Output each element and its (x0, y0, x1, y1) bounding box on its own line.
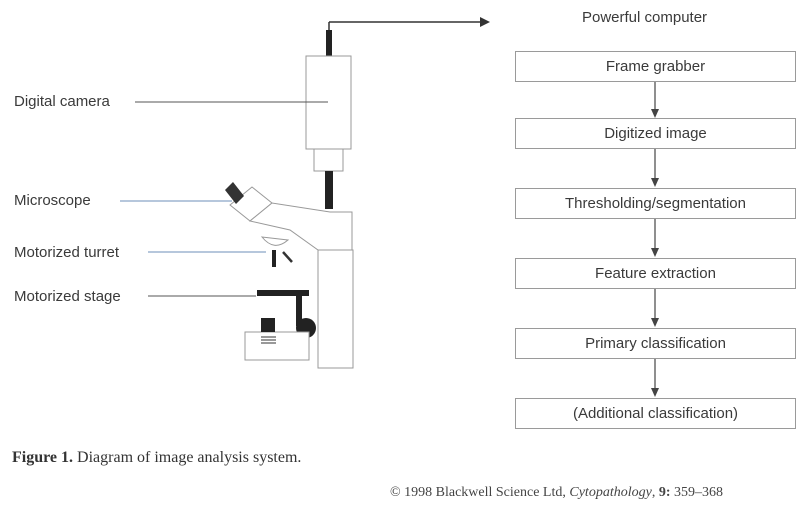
figure-number: Figure 1. (12, 449, 74, 466)
journal-name: Cytopathology (569, 485, 652, 500)
microscope-arm (248, 202, 353, 251)
stage-label: Motorized stage (14, 288, 121, 305)
stage-top (257, 290, 309, 296)
objective-lens (272, 250, 276, 267)
volume-number: 9: (658, 485, 671, 500)
copyright-line: © 1998 Blackwell Science Ltd, Cytopathol… (390, 485, 723, 500)
turret-label: Motorized turret (14, 244, 120, 261)
objective-side-icon (282, 251, 293, 263)
page-range: 359–368 (673, 485, 723, 500)
flow-box-digitized-image: Digitized image (515, 118, 796, 149)
stage-base (244, 331, 310, 361)
flow-box-frame-grabber: Frame grabber (515, 51, 796, 82)
copyright-prefix: © 1998 Blackwell Science Ltd, (390, 485, 570, 500)
stage-block (261, 318, 275, 332)
eyepiece-dark-icon (225, 182, 244, 204)
flow-box-primary-classification: Primary classification (515, 328, 796, 359)
flow-box-thresholding: Thresholding/segmentation (515, 188, 796, 219)
microscope-label: Microscope (14, 192, 91, 209)
figure-caption-text: Diagram of image analysis system. (77, 449, 302, 466)
figure-caption: Figure 1. Diagram of image analysis syst… (12, 449, 301, 467)
camera-label: Digital camera (14, 93, 110, 110)
computer-label: Powerful computer (582, 9, 708, 26)
microscope-stand (317, 249, 354, 369)
camera-mount (325, 171, 333, 209)
signal-arrowhead (480, 17, 490, 27)
camera-connector (326, 30, 332, 56)
stage-post (296, 290, 302, 326)
turret-dome (260, 236, 290, 246)
flow-box-additional-classification: (Additional classification) (515, 398, 796, 429)
camera-lens (313, 148, 344, 172)
flow-connectors (651, 82, 659, 397)
flow-box-feature-extraction: Feature extraction (515, 258, 796, 289)
